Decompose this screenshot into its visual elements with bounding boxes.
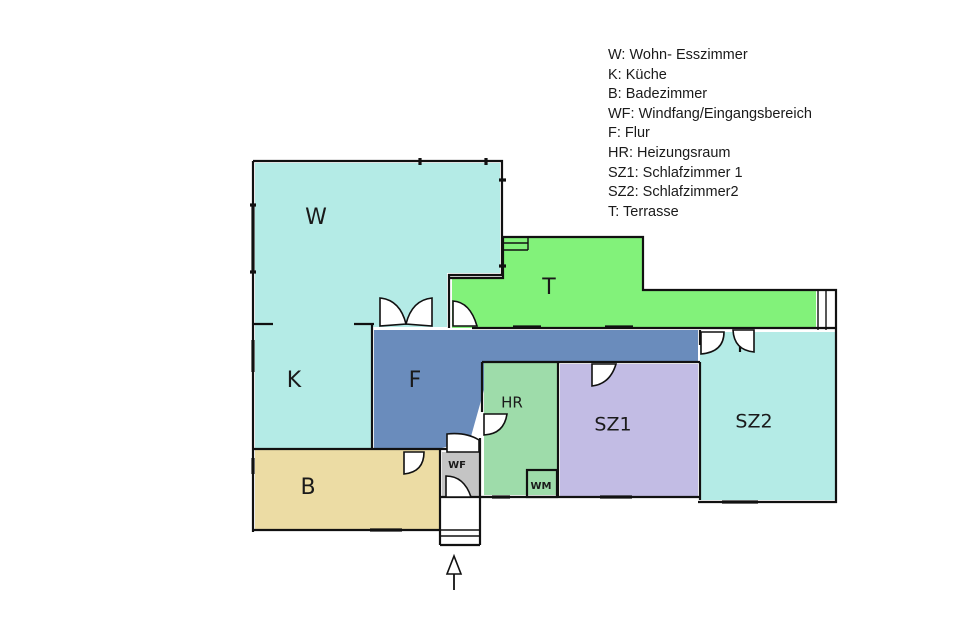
windows bbox=[250, 158, 758, 532]
room-legend: W: Wohn- Esszimmer K: Küche B: Badezimme… bbox=[608, 46, 812, 222]
door-flur-terrasse bbox=[452, 300, 479, 327]
door-entrance bbox=[445, 475, 473, 498]
legend-item: B: Badezimmer bbox=[608, 86, 708, 103]
door-heizungsraum bbox=[483, 413, 508, 436]
label-waschmaschine: WM bbox=[531, 481, 552, 492]
legend-item: T: Terrasse bbox=[608, 203, 679, 220]
legend-item: F: Flur bbox=[608, 125, 650, 142]
room-badezimmer bbox=[255, 450, 440, 530]
legend-item: K: Küche bbox=[608, 66, 667, 83]
door-badezimmer bbox=[403, 451, 425, 475]
room-schlafzimmer-2 bbox=[700, 332, 835, 500]
label-kueche: K bbox=[287, 368, 302, 393]
door-schlafzimmer-2 bbox=[732, 329, 755, 353]
room-kueche bbox=[255, 327, 372, 448]
legend-item: SZ1: Schlafzimmer 1 bbox=[608, 164, 743, 181]
door-windfang-flur bbox=[446, 432, 480, 453]
room-labels: W K T F HR SZ1 SZ2 B WF WM bbox=[287, 205, 773, 500]
door-schlafzimmer-1 bbox=[591, 363, 618, 387]
label-schlafzimmer-1: SZ1 bbox=[594, 414, 631, 436]
room-flur bbox=[374, 330, 698, 448]
room-heizungsraum bbox=[484, 362, 558, 495]
label-terrasse: T bbox=[541, 275, 556, 300]
door-wohn-flur-right bbox=[404, 297, 433, 327]
label-badezimmer: B bbox=[300, 475, 315, 500]
label-schlafzimmer-2: SZ2 bbox=[735, 411, 772, 433]
room-schlafzimmer-1 bbox=[560, 364, 698, 497]
walls bbox=[251, 159, 838, 547]
legend-item: W: Wohn- Esszimmer bbox=[608, 47, 748, 63]
legend-item: SZ2: Schlafzimmer2 bbox=[608, 184, 739, 201]
label-wohn: W bbox=[305, 205, 327, 230]
label-windfang: WF bbox=[448, 460, 466, 471]
room-wohn-esszimmer bbox=[255, 163, 500, 327]
room-terrasse bbox=[452, 238, 816, 328]
label-heizungsraum: HR bbox=[501, 394, 523, 412]
door-flur-end bbox=[700, 331, 725, 355]
room-fills bbox=[255, 163, 835, 530]
entrance-arrow-icon bbox=[445, 553, 463, 590]
legend-item: WF: Windfang/Eingangsbereich bbox=[608, 105, 812, 122]
doors bbox=[379, 297, 755, 498]
legend-item: HR: Heizungsraum bbox=[608, 144, 731, 161]
label-flur: F bbox=[409, 368, 422, 393]
